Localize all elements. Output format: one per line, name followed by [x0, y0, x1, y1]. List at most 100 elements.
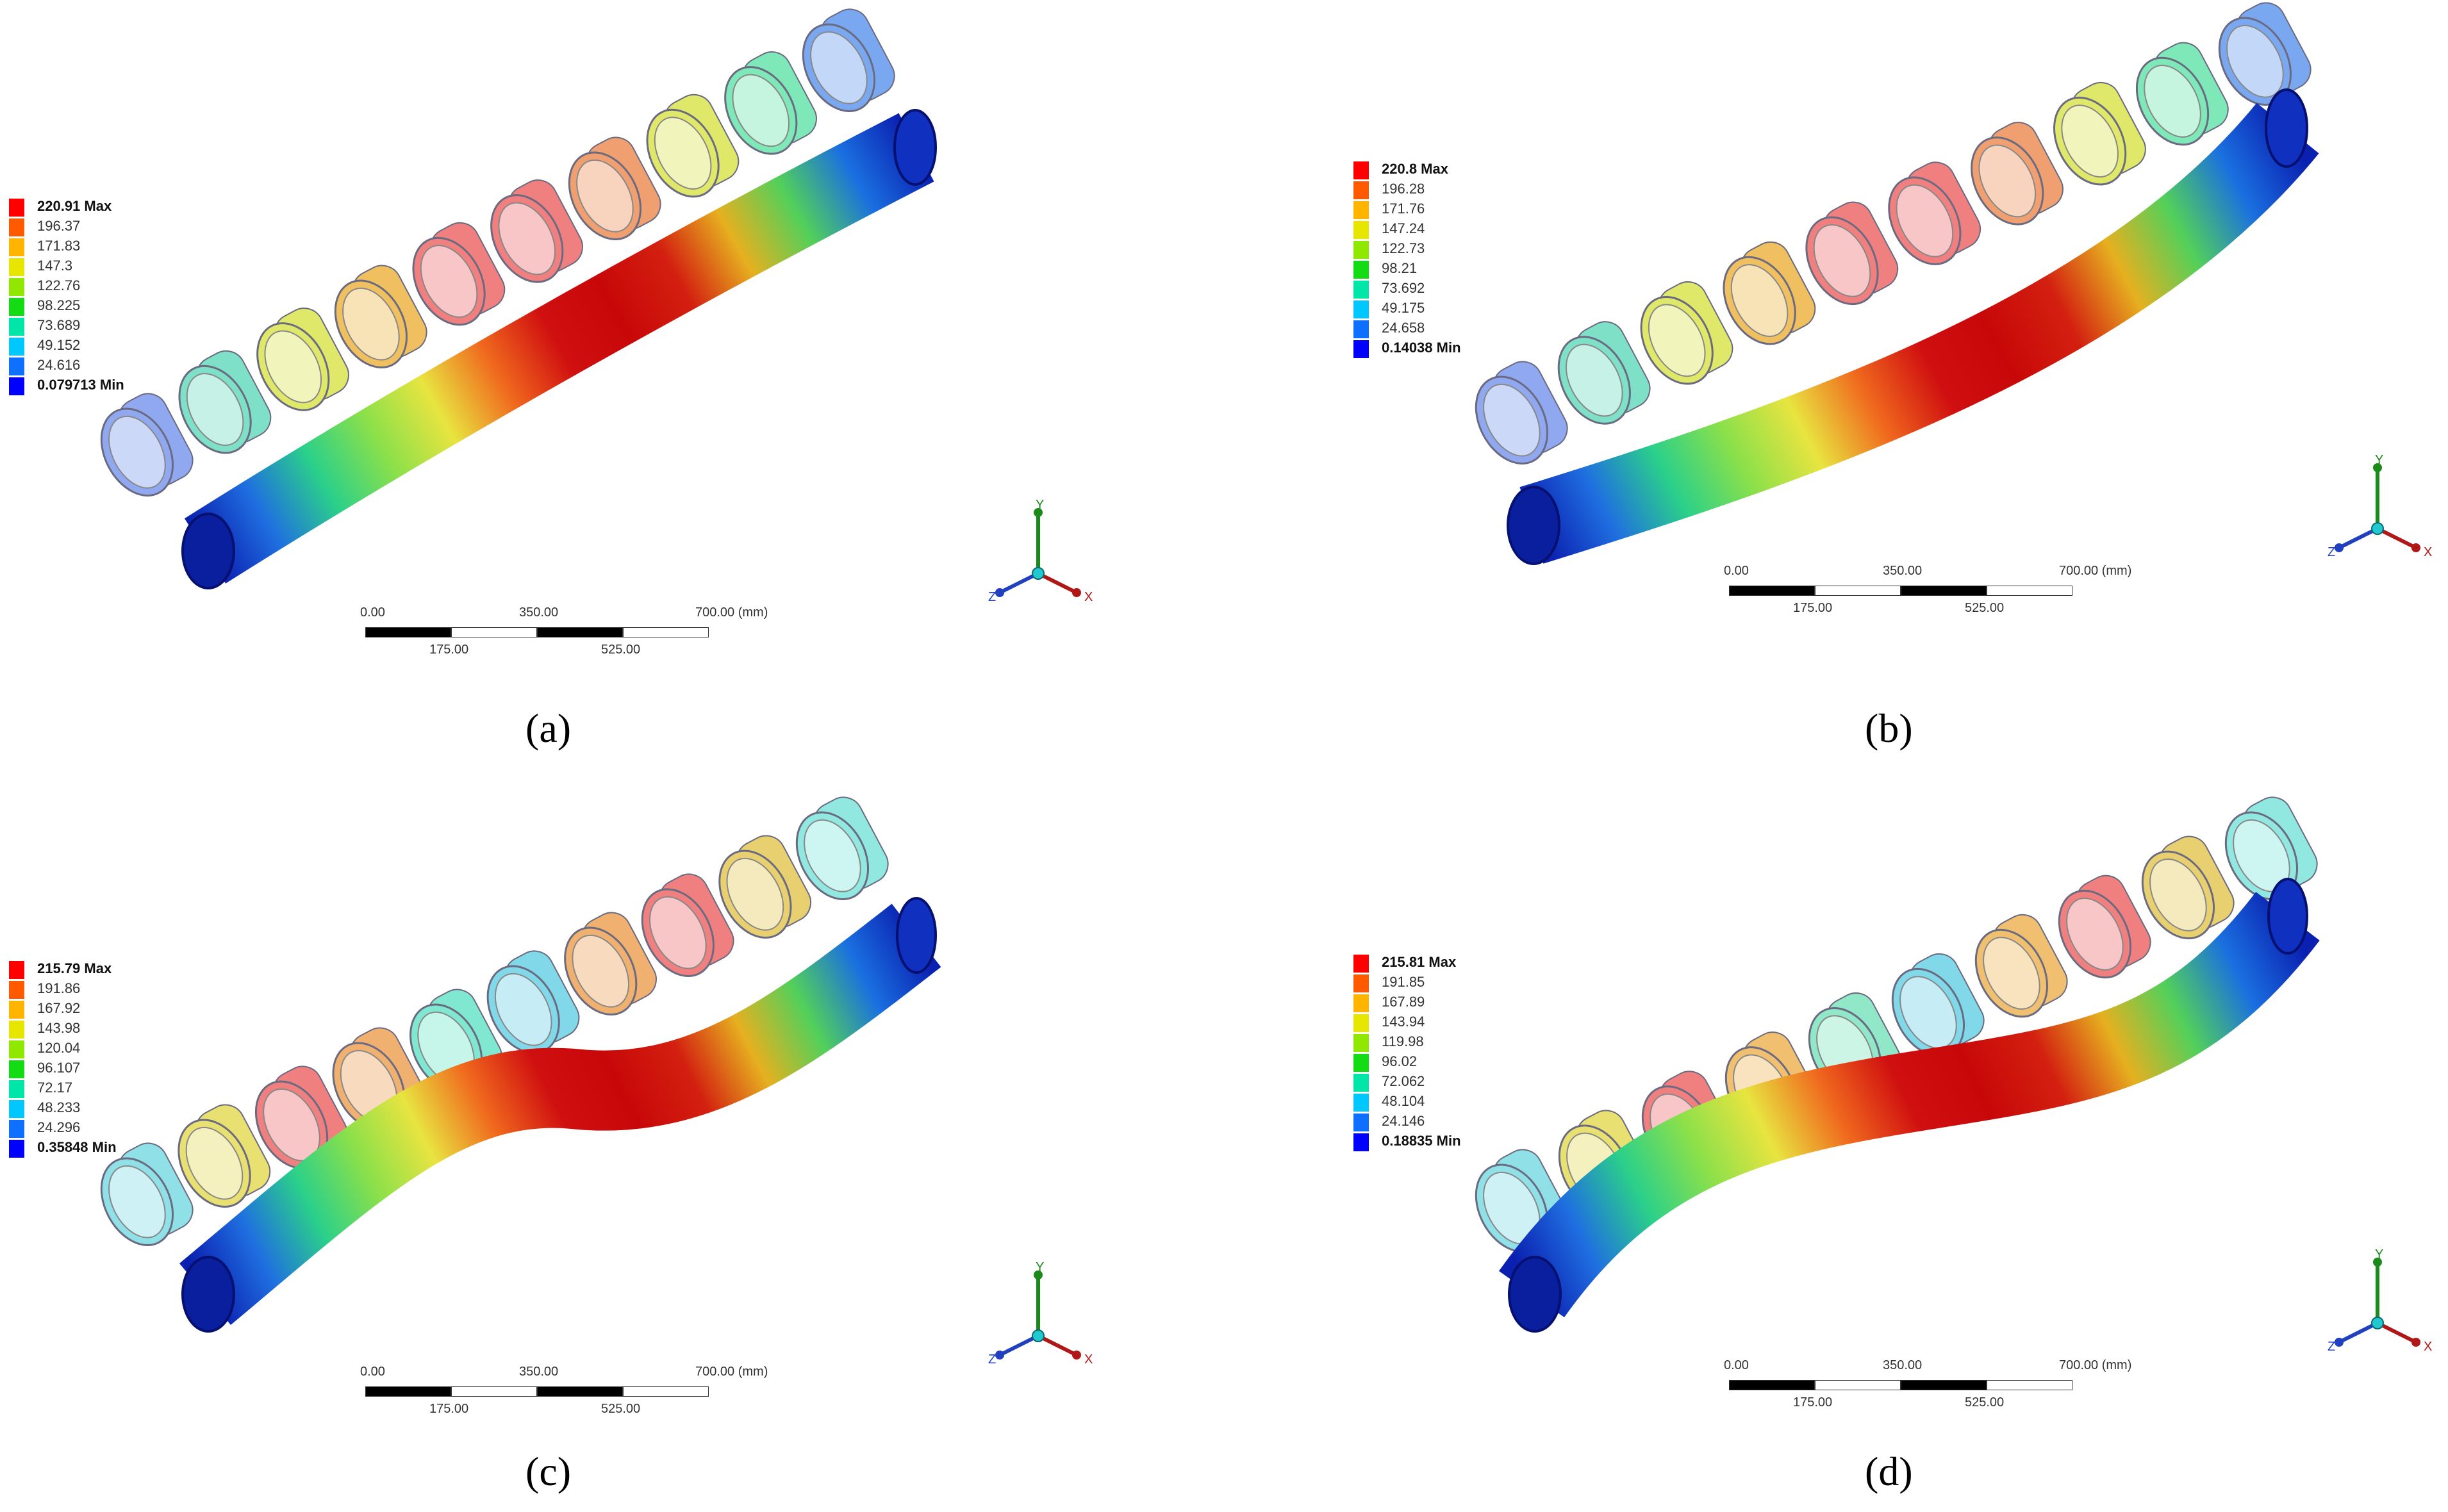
- legend-swatch: [1353, 974, 1369, 992]
- legend-entry: 147.24: [1353, 220, 1520, 239]
- axis-x-arrow: [1037, 1334, 1078, 1357]
- legend-entry: 96.107: [9, 1060, 176, 1078]
- legend-value: 72.17: [37, 1080, 73, 1096]
- clamp-ring: [2135, 42, 2229, 146]
- axis-z-arrow: [2338, 1321, 2379, 1344]
- triad-svg: YXZ: [2328, 453, 2432, 559]
- legend-entry: 49.175: [1353, 300, 1520, 318]
- legend-swatch: [1353, 281, 1369, 299]
- legend-value: 98.21: [1382, 260, 1418, 276]
- clamp-ring: [564, 912, 657, 1016]
- pipe-end-d: [1508, 1256, 1562, 1333]
- legend-entry: 122.76: [9, 277, 176, 296]
- pipe-c: [179, 903, 941, 1326]
- axis-x-label: X: [2424, 1340, 2432, 1354]
- clamp-ring: [718, 835, 812, 939]
- legend-swatch: [9, 1060, 24, 1078]
- legend-swatch: [9, 1140, 24, 1158]
- legend-swatch: [1353, 1094, 1369, 1112]
- clamp-rings-c: [100, 796, 889, 1247]
- axis-z-arrow: [998, 1334, 1039, 1357]
- scale-label: 175.00: [429, 643, 469, 657]
- scale-label: 525.00: [601, 1402, 641, 1416]
- legend-entry: 98.21: [1353, 260, 1520, 279]
- legend-value: 196.28: [1382, 181, 1425, 197]
- legend-entry: 48.233: [9, 1099, 176, 1118]
- legend-swatch: [1353, 161, 1369, 179]
- triad-origin: [1032, 567, 1045, 580]
- legend-swatch: [1353, 261, 1369, 279]
- scale-segment: [1987, 586, 2072, 596]
- axis-y-label: Y: [1036, 500, 1044, 512]
- legend-value: 147.24: [1382, 220, 1425, 236]
- axis-x-label: X: [2424, 545, 2432, 559]
- legend-swatch: [9, 357, 24, 375]
- legend-swatch: [1353, 241, 1369, 259]
- legend-value: 167.89: [1382, 994, 1425, 1010]
- axis-x-label: X: [1084, 590, 1093, 604]
- axis-y-label: Y: [2375, 1249, 2383, 1261]
- scale-segment: [623, 627, 709, 637]
- clamp-ring: [1805, 201, 1899, 306]
- legend-value: 119.98: [1382, 1033, 1424, 1049]
- scale-label: 0.00: [360, 605, 385, 620]
- legend-swatch: [9, 1040, 24, 1058]
- clamp-ring: [334, 265, 427, 369]
- legend-swatch: [9, 1021, 24, 1039]
- legend-swatch: [1353, 320, 1369, 338]
- clamp-rings-b: [1475, 2, 2312, 465]
- legend-swatch: [1353, 955, 1369, 973]
- clamp-ring: [724, 51, 817, 155]
- legend-value: 96.02: [1382, 1053, 1418, 1069]
- pipe-end-c: [181, 1256, 235, 1333]
- legend-value: 72.062: [1382, 1073, 1425, 1089]
- pipe-end-far-b: [2265, 88, 2308, 168]
- legend-swatch: [1353, 300, 1369, 318]
- pipe-end-far-c: [896, 897, 937, 974]
- scale-segment: [1729, 586, 1815, 596]
- legend-entry: 24.616: [9, 357, 176, 375]
- legend-value: 171.76: [1382, 201, 1425, 217]
- legend-entry: 191.85: [1353, 974, 1520, 992]
- tube-model-a: [100, 8, 937, 589]
- legend-value: 96.107: [37, 1060, 81, 1076]
- caption-d: (d): [1865, 1449, 1913, 1494]
- pipe-end-far-d: [2267, 878, 2308, 955]
- scale-segment: [1815, 586, 1901, 596]
- legend-swatch: [9, 258, 24, 276]
- scale-label: 0.00: [1724, 1358, 1749, 1372]
- legend-value: 122.73: [1382, 240, 1425, 256]
- legend-swatch: [1353, 1113, 1369, 1131]
- legend-entry: 0.14038 Min: [1353, 340, 1520, 358]
- legend-swatch: [9, 1001, 24, 1019]
- tube-model-c: [100, 796, 941, 1333]
- scale-label: 700.00 (mm): [2059, 1358, 2132, 1372]
- clamp-ring: [2053, 81, 2146, 186]
- legend-entry: 215.79 Max: [9, 960, 176, 979]
- legend-swatch: [9, 1120, 24, 1138]
- clamp-ring: [490, 179, 583, 283]
- legend-swatch: [1353, 340, 1369, 358]
- legend-entry: 24.296: [9, 1119, 176, 1138]
- axis-y-label: Y: [2375, 455, 2383, 467]
- legend-entry: 24.146: [1353, 1113, 1520, 1131]
- axis-z-arrow: [998, 571, 1039, 595]
- scale-label: 700.00 (mm): [2059, 564, 2132, 578]
- clamp-ring: [178, 1104, 271, 1208]
- triad-origin: [1032, 1329, 1045, 1342]
- pipe-end-a: [181, 513, 235, 589]
- triad-svg: YXZ: [988, 498, 1093, 604]
- scale-label: 350.00: [519, 605, 559, 620]
- scale-label: 175.00: [1793, 1395, 1833, 1409]
- triad-origin: [2371, 522, 2384, 535]
- caption-c: (c): [525, 1449, 572, 1494]
- axis-x-arrow: [1037, 571, 1078, 595]
- legend-entry: 72.17: [9, 1080, 176, 1098]
